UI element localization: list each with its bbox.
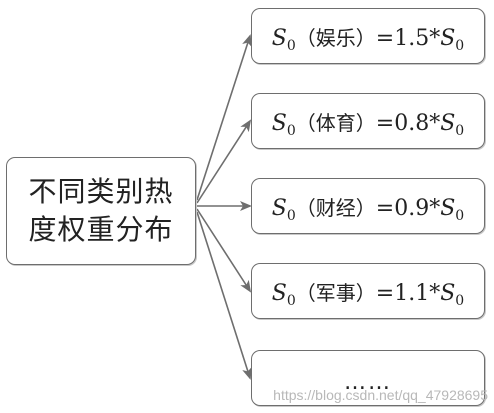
formula-sub: 0 [455,37,465,54]
formula-var: S [271,110,287,136]
formula-times: * [429,25,441,51]
formula-sub: 0 [455,292,465,309]
connector-arrow-1 [196,119,252,204]
category-name: 军事 [315,280,356,305]
category-factor: 0.8 [394,110,430,136]
category-factor: 1.1 [394,280,430,306]
formula-equals: = [375,195,395,221]
category-name: 财经 [315,195,356,220]
more-ellipsis: …… [344,369,392,395]
formula-equals: = [375,280,395,306]
formula-var: S [440,25,456,51]
category-node-1: S0（体育）=0.8*S0 [251,93,485,149]
formula-var: S [271,280,287,306]
category-name: 体育 [315,110,356,135]
category-node-3: S0（军事）=1.1*S0 [251,263,485,319]
formula-sub: 0 [286,292,296,309]
formula-open-paren: （ [295,280,316,305]
formula-close-paren: ） [355,25,376,50]
category-factor: 1.5 [394,25,430,51]
formula-var: S [440,280,456,306]
formula-close-paren: ） [355,280,376,305]
formula-sub: 0 [286,37,296,54]
formula-sub: 0 [286,122,296,139]
formula-var: S [271,195,287,221]
center-label: 不同类别热度权重分布 [28,175,174,246]
formula-times: * [429,110,441,136]
formula-open-paren: （ [295,195,316,220]
connector-arrow-0 [196,34,252,201]
formula-sub: 0 [286,207,296,224]
weight-formula-0: S0（娱乐）=1.5*S0 [271,22,465,54]
formula-close-paren: ） [355,110,376,135]
formula-close-paren: ） [355,195,376,220]
weight-formula-2: S0（财经）=0.9*S0 [271,192,465,224]
formula-sub: 0 [455,207,465,224]
formula-open-paren: （ [295,110,316,135]
connector-arrow-3 [196,208,252,293]
more-categories-node: …… [251,350,485,406]
formula-sub: 0 [455,122,465,139]
category-node-0: S0（娱乐）=1.5*S0 [251,8,485,64]
center-node: 不同类别热度权重分布 [6,157,196,265]
formula-var: S [440,195,456,221]
formula-var: S [440,110,456,136]
weight-formula-3: S0（军事）=1.1*S0 [271,277,465,309]
connector-arrow-4 [196,211,252,380]
watermark: https://blog.csdn.net/qq_47928695 [273,387,488,403]
formula-equals: = [375,25,395,51]
weight-formula-1: S0（体育）=0.8*S0 [271,107,465,139]
formula-var: S [271,25,287,51]
formula-open-paren: （ [295,25,316,50]
formula-times: * [429,280,441,306]
formula-times: * [429,195,441,221]
formula-equals: = [375,110,395,136]
category-name: 娱乐 [315,25,356,50]
category-node-2: S0（财经）=0.9*S0 [251,178,485,234]
category-factor: 0.9 [394,195,430,221]
